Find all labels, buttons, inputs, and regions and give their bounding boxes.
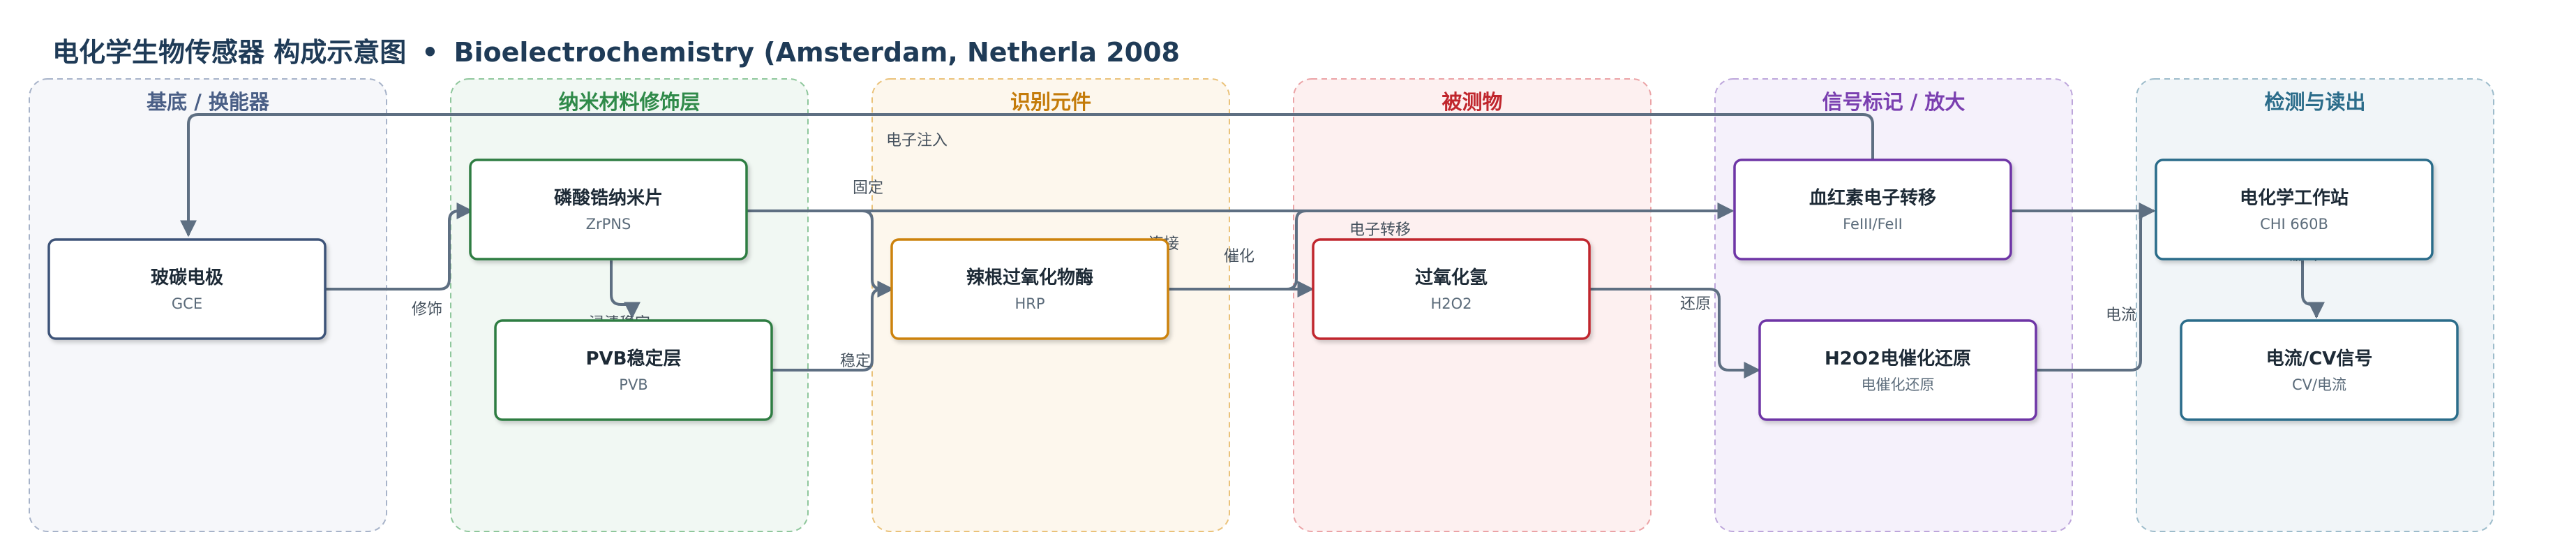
lane-title-recognition: 识别元件 (1010, 90, 1091, 114)
edge-label-inject: 电子注入 (886, 132, 948, 149)
node-subtitle: FeIII/FeII (1843, 216, 1903, 233)
edge-label-modify: 修饰 (412, 301, 442, 318)
node-chi: 电化学工作站 CHI 660B (2155, 159, 2434, 260)
node-title: 血红素电子转移 (1809, 187, 1936, 209)
lane-signal: 信号标记 / 放大 (1714, 78, 2073, 532)
node-subtitle: GCE (172, 295, 202, 312)
node-subtitle: 电催化还原 (1862, 376, 1935, 393)
edge-label-fix: 固定 (853, 179, 883, 197)
edge-label-etransfer: 电子转移 (1349, 221, 1411, 239)
edge-chi-cv (2301, 260, 2325, 319)
node-cv: 电流/CV信号 CV/电流 (2180, 319, 2459, 421)
edge-gce-zrpns (325, 203, 474, 291)
page-title: 电化学生物传感器 构成示意图•Bioelectrochemistry (Amst… (52, 37, 1180, 68)
node-title: PVB稳定层 (586, 348, 682, 369)
node-title: 玻碳电极 (151, 267, 224, 288)
node-pvb: PVB稳定层 PVB (494, 319, 773, 421)
lane-title-substrate: 基底 / 换能器 (147, 90, 270, 114)
node-title: H2O2电催化还原 (1825, 348, 1971, 369)
node-subtitle: HRP (1014, 295, 1044, 312)
node-subtitle: CHI 660B (2260, 216, 2328, 233)
edge-reduction-chi (2036, 203, 2156, 372)
node-subtitle: ZrPNS (586, 216, 631, 233)
lane-title-signal: 信号标记 / 放大 (1822, 90, 1965, 114)
lane-title-nano: 纳米材料修饰层 (558, 90, 700, 114)
edge-zrpns-pvb (610, 260, 641, 319)
edge-label-catalyze: 催化 (1224, 248, 1255, 265)
node-hrp: 辣根过氧化物酶 HRP (890, 238, 1169, 340)
edge-label-current: 电流 (2106, 307, 2136, 324)
edge-pvb-hrp (772, 281, 894, 372)
node-reduction: H2O2电催化还原 电催化还原 (1758, 319, 2037, 421)
node-title: 电流/CV信号 (2266, 348, 2373, 369)
node-title: 磷酸锆纳米片 (554, 187, 663, 209)
edge-h2o2-reduction (1589, 288, 1761, 378)
lane-title-analyte: 被测物 (1441, 90, 1502, 114)
node-gce: 玻碳电极 GCE (47, 238, 327, 340)
node-title: 辣根过氧化物酶 (966, 267, 1093, 288)
node-subtitle: H2O2 (1430, 295, 1472, 312)
node-hemin: 血红素电子转移 FeIII/FeII (1733, 159, 2012, 260)
node-h2o2: 过氧化氢 H2O2 (1312, 238, 1591, 340)
node-zrpns: 磷酸锆纳米片 ZrPNS (469, 159, 748, 260)
lane-title-readout: 检测与读出 (2264, 90, 2365, 114)
edge-label-reduce: 还原 (1680, 295, 1711, 313)
edge-hrp-hemin (1168, 209, 1307, 291)
node-subtitle: CV/电流 (2292, 376, 2346, 393)
edge-label-stabilize: 稳定 (840, 353, 871, 370)
edge-hemin-gce (180, 113, 1874, 237)
node-title: 电化学工作站 (2240, 187, 2349, 209)
node-subtitle: PVB (619, 376, 647, 393)
node-title: 过氧化氢 (1415, 267, 1488, 288)
